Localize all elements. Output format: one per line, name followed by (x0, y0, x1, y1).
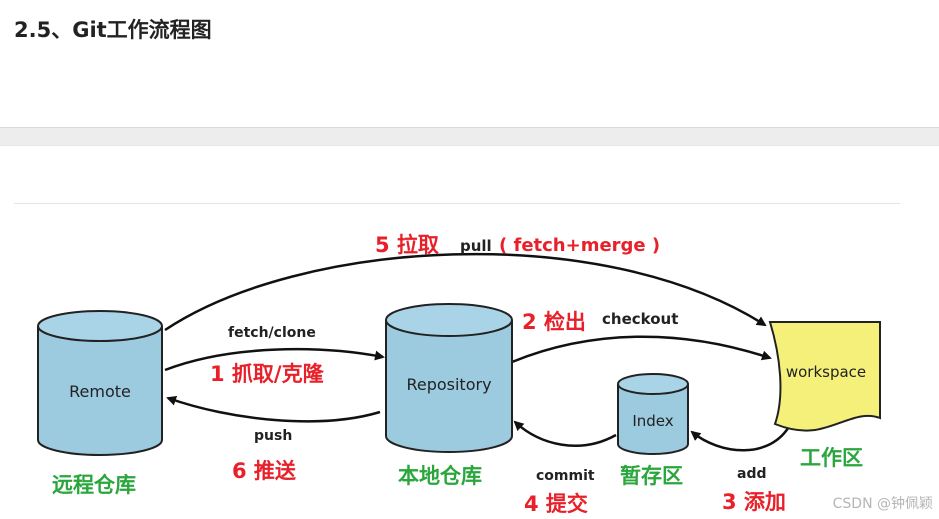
commit-step-number: 4 提交 (524, 492, 588, 516)
pull-command: pull (460, 237, 492, 255)
pull-detail: ( fetch+merge ) (499, 235, 660, 256)
index-caption: 暂存区 (620, 464, 683, 488)
workspace-label: workspace (786, 363, 866, 381)
push-arrow (166, 395, 381, 423)
commit-command: commit (536, 468, 595, 484)
remote-label: Remote (69, 382, 131, 401)
push-step-number: 6 推送 (232, 459, 297, 483)
repository-node: Repository (385, 303, 513, 453)
remote-caption: 远程仓库 (52, 473, 136, 497)
fetch-clone-step-number: 1 抓取/克隆 (210, 362, 325, 386)
add-step-number: 3 添加 (722, 490, 786, 514)
checkout-command: checkout (602, 310, 678, 328)
fetch-clone-arrow (164, 347, 385, 372)
diagram-top-rule (14, 203, 900, 204)
checkout-step-number: 2 检出 (522, 310, 586, 334)
pull-step-number: 5 拉取 (375, 233, 439, 257)
workspace-node: workspace (768, 321, 881, 432)
fetch-clone-command: fetch/clone (228, 325, 316, 341)
pull-arrow (164, 252, 767, 332)
workspace-caption: 工作区 (800, 446, 863, 470)
push-command: push (254, 428, 292, 444)
csdn-watermark: CSDN @钟佩颖 (832, 496, 933, 512)
remote-node: Remote (37, 310, 163, 456)
repository-caption: 本地仓库 (398, 464, 482, 488)
repository-label: Repository (406, 375, 491, 394)
index-node: Index (617, 373, 689, 455)
add-command: add (737, 466, 767, 482)
section-divider (0, 127, 939, 146)
page-title: 2.5、Git工作流程图 (14, 18, 212, 42)
commit-arrow (513, 420, 617, 447)
index-label: Index (632, 412, 673, 430)
add-arrow (690, 424, 792, 452)
checkout-arrow (511, 335, 772, 364)
